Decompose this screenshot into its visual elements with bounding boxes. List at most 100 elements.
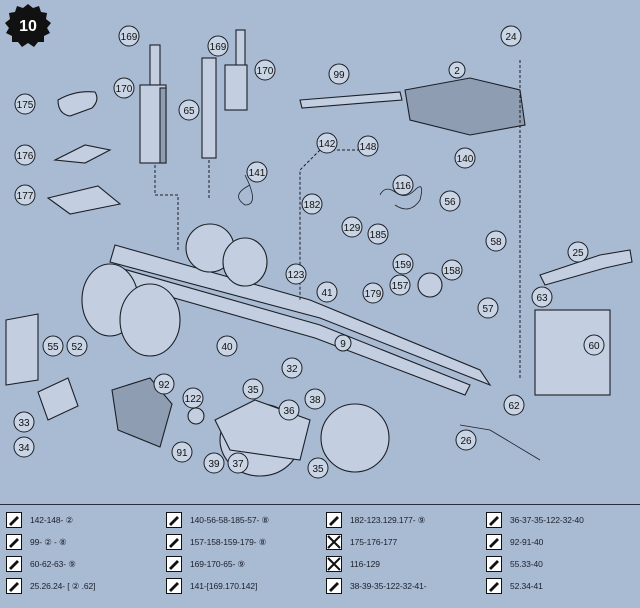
legend-text: 116-129: [350, 559, 380, 569]
callout-140: 140: [454, 147, 476, 169]
callout-34: 34: [13, 436, 35, 458]
wrench-icon: [6, 578, 22, 594]
wrench-icon: [486, 512, 502, 528]
callout-129: 129: [341, 216, 363, 238]
wrench-icon: [166, 578, 182, 594]
svg-text:169: 169: [210, 42, 227, 53]
svg-text:55: 55: [47, 342, 59, 353]
legend-text: 182-123.129.177- ⑨: [350, 514, 426, 525]
page-badge: 10: [5, 4, 51, 47]
legend-text: 141-[169.170.142]: [190, 581, 258, 591]
legend-row: 55.33-40: [486, 553, 640, 575]
callout-24: 24: [500, 25, 522, 47]
wrench-icon: [326, 578, 342, 594]
callout-2: 2: [448, 61, 466, 79]
callout-39: 39: [203, 452, 225, 474]
callout-159: 159: [392, 253, 414, 275]
callout-32: 32: [281, 357, 303, 379]
legend-row: 52.34-41: [486, 575, 640, 597]
legend-row: 25.26.24- [ ② .62]: [6, 575, 160, 597]
svg-text:33: 33: [18, 418, 30, 429]
legend-text: 142-148- ②: [30, 514, 74, 525]
svg-text:169: 169: [121, 32, 138, 43]
wrench-icon: [486, 534, 502, 550]
svg-text:63: 63: [536, 293, 548, 304]
svg-text:99: 99: [333, 70, 345, 81]
callout-122: 122: [182, 387, 204, 409]
svg-text:41: 41: [321, 288, 333, 299]
callout-65: 65: [178, 99, 200, 121]
engine-block: [299, 60, 526, 380]
callout-56: 56: [439, 190, 461, 212]
callout-33: 33: [13, 411, 35, 433]
legend-text: 92-91-40: [510, 537, 544, 547]
callout-60: 60: [583, 334, 605, 356]
legend-text: 157-158-159-179- ⑧: [190, 536, 267, 547]
legend-row: 36-37-35-122-32-40: [486, 509, 640, 531]
wrench-icon: [486, 578, 502, 594]
legend-text: 140-56-58-185-57- ⑧: [190, 514, 269, 525]
legend-text: 55.33-40: [510, 559, 543, 569]
svg-text:65: 65: [183, 106, 195, 117]
callout-157: 157: [389, 274, 411, 296]
callout-35: 35: [307, 457, 329, 479]
svg-text:123: 123: [288, 270, 305, 281]
legend-text: 99- ② - ⑧: [30, 536, 67, 547]
legend-row: 141-[169.170.142]: [166, 575, 320, 597]
svg-text:92: 92: [158, 380, 170, 391]
legend-row: 38-39-35-122-32-41-: [326, 575, 480, 597]
callout-25: 25: [567, 241, 589, 263]
pipes: [238, 174, 633, 461]
legend-row: 175-176-177: [326, 531, 480, 553]
svg-text:159: 159: [395, 260, 412, 271]
svg-text:58: 58: [490, 237, 502, 248]
callout-52: 52: [66, 335, 88, 357]
wrench-icon: [166, 556, 182, 572]
svg-text:25: 25: [572, 248, 584, 259]
svg-text:177: 177: [17, 191, 34, 202]
callout-142: 142: [316, 132, 338, 154]
callout-36: 36: [278, 399, 300, 421]
callout-182: 182: [301, 193, 323, 215]
legend-column: 140-56-58-185-57- ⑧ 157-158-159-179- ⑧ 169…: [160, 505, 320, 608]
svg-text:158: 158: [444, 266, 461, 277]
wrench-icon: [326, 512, 342, 528]
callout-170: 170: [254, 59, 276, 81]
svg-text:56: 56: [444, 197, 456, 208]
legend-row: 92-91-40: [486, 531, 640, 553]
callout-176: 176: [14, 144, 36, 166]
legend-row: 60-62-63- ⑨: [6, 553, 160, 575]
svg-text:179: 179: [365, 289, 382, 300]
svg-text:129: 129: [344, 223, 361, 234]
callout-57: 57: [477, 297, 499, 319]
callout-177: 177: [14, 184, 36, 206]
legend-column: 36-37-35-122-32-40 92-91-40 55.33-40 52.34-…: [480, 505, 640, 608]
callout-175: 175: [14, 93, 36, 115]
legend-text: 175-176-177: [350, 537, 398, 547]
legend-text: 25.26.24- [ ② .62]: [30, 580, 96, 591]
callout-179: 179: [362, 282, 384, 304]
callout-141: 141: [246, 161, 268, 183]
svg-text:39: 39: [208, 459, 220, 470]
legend-text: 36-37-35-122-32-40: [510, 515, 584, 525]
exhaust-stack-parts: [139, 29, 248, 250]
svg-text:9: 9: [340, 339, 346, 350]
legend-row: 157-158-159-179- ⑧: [166, 531, 320, 553]
callout-55: 55: [42, 335, 64, 357]
svg-text:26: 26: [460, 436, 472, 447]
svg-text:32: 32: [286, 364, 298, 375]
svg-text:170: 170: [257, 66, 274, 77]
svg-text:148: 148: [360, 142, 377, 153]
callout-123: 123: [285, 263, 307, 285]
callout-116: 116: [392, 174, 414, 196]
svg-text:35: 35: [312, 464, 324, 475]
legend-row: 169-170-65- ⑨: [166, 553, 320, 575]
legend-row: 182-123.129.177- ⑨: [326, 509, 480, 531]
callout-37: 37: [227, 452, 249, 474]
legend-text: 169-170-65- ⑨: [190, 558, 245, 569]
wrench-icon: [166, 512, 182, 528]
legend-row: 140-56-58-185-57- ⑧: [166, 509, 320, 531]
svg-text:141: 141: [249, 168, 266, 179]
callout-91: 91: [171, 441, 193, 463]
wrench-icon: [486, 556, 502, 572]
